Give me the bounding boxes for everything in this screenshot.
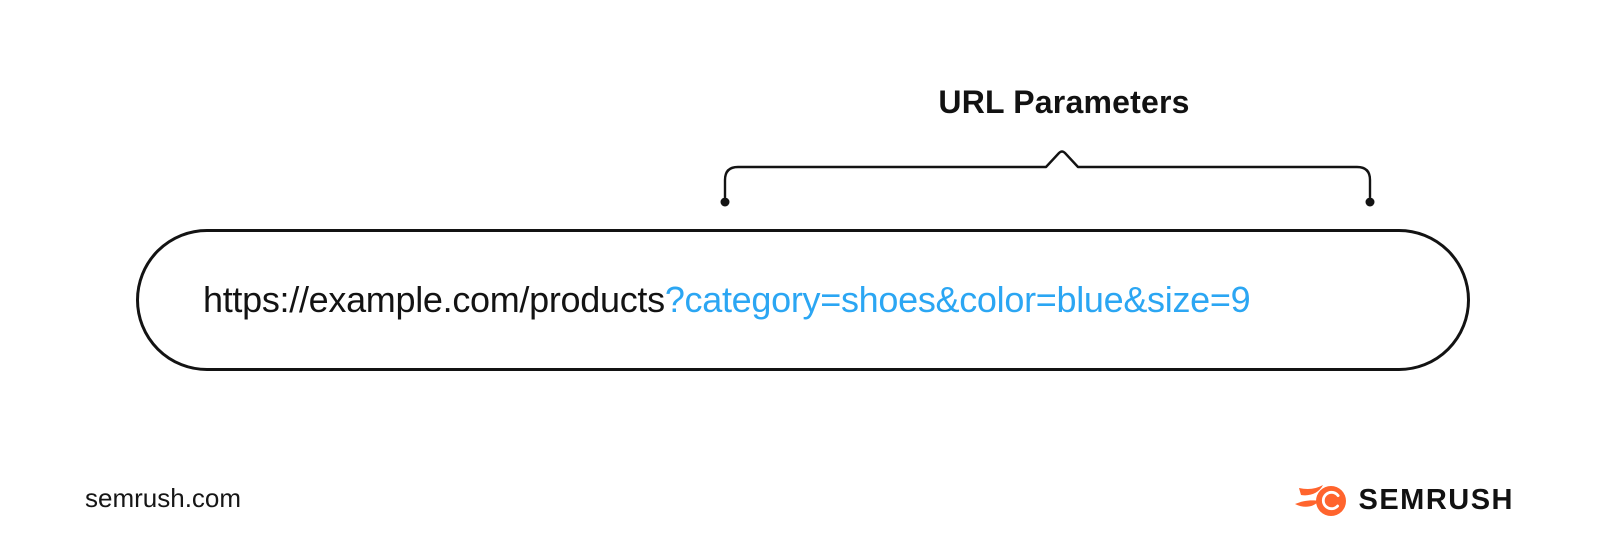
source-site-label: semrush.com xyxy=(85,483,242,513)
brace-right-dot xyxy=(1365,197,1375,207)
url-parameters-title: URL Parameters xyxy=(938,84,1190,120)
semrush-fireball-icon xyxy=(1295,485,1347,516)
curly-brace-annotation xyxy=(720,150,1375,207)
semrush-logo: SEMRUSH xyxy=(1295,479,1514,521)
brace-left-dot xyxy=(720,197,730,207)
url-base-text: https://example.com/products xyxy=(203,279,665,320)
brace-path xyxy=(723,150,1372,199)
url-text: https://example.com/products?category=sh… xyxy=(203,279,1251,321)
url-bar: https://example.com/products?category=sh… xyxy=(136,229,1470,371)
url-params-text: ?category=shoes&color=blue&size=9 xyxy=(664,279,1251,320)
semrush-wordmark: SEMRUSH xyxy=(1358,483,1514,516)
